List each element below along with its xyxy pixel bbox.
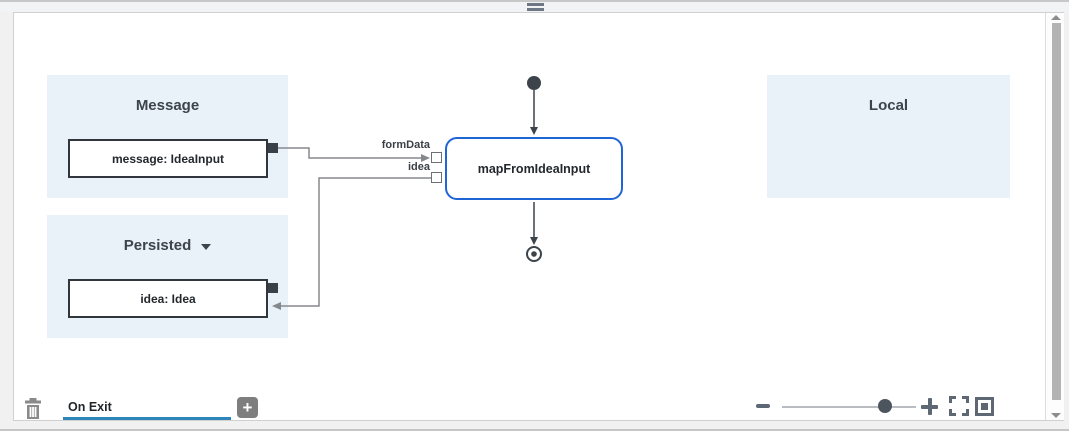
top-splitter-strip xyxy=(0,2,1069,12)
add-tab-button[interactable]: + xyxy=(237,397,258,418)
message-output-connector[interactable] xyxy=(268,143,278,153)
scope-panel-persisted: Persisted xyxy=(47,215,288,338)
trash-icon xyxy=(25,398,41,419)
port-idea[interactable] xyxy=(431,172,442,183)
scroll-down-icon[interactable] xyxy=(1051,413,1061,418)
port-formdata[interactable] xyxy=(431,152,442,163)
zoom-out-icon[interactable] xyxy=(756,404,770,408)
fullscreen-icon[interactable] xyxy=(949,396,969,416)
overview-icon[interactable] xyxy=(975,397,994,416)
panel-title-local: Local xyxy=(868,97,909,114)
zoom-in-icon[interactable] xyxy=(921,398,938,415)
tab-name-field-wrap xyxy=(63,396,231,420)
port-label-formdata: formData xyxy=(381,139,430,151)
port-label-idea: idea xyxy=(407,161,430,173)
variable-box-message[interactable]: message: IdeaInput xyxy=(68,139,268,178)
map-node[interactable]: mapFromIdeaInput xyxy=(445,137,623,200)
vertical-scrollbar[interactable] xyxy=(1045,13,1064,420)
scrollbar-thumb[interactable] xyxy=(1052,23,1061,400)
zoom-slider-handle[interactable] xyxy=(878,399,892,413)
zoom-slider-track[interactable] xyxy=(782,406,916,408)
panel-title-message: Message xyxy=(135,97,200,114)
persisted-dropdown[interactable]: Persisted xyxy=(47,237,288,254)
idea-output-connector[interactable] xyxy=(268,283,278,293)
tab-name-input[interactable] xyxy=(63,396,231,420)
delete-button[interactable] xyxy=(24,398,42,419)
variable-box-idea[interactable]: idea: Idea xyxy=(68,279,268,318)
chevron-down-icon xyxy=(201,243,212,250)
scope-panel-message: Message xyxy=(47,75,288,198)
scroll-up-icon[interactable] xyxy=(1051,15,1061,20)
splitter-grip-icon[interactable] xyxy=(527,3,544,12)
panel-title-persisted: Persisted xyxy=(123,237,192,254)
scope-panel-local: Local xyxy=(767,75,1010,198)
